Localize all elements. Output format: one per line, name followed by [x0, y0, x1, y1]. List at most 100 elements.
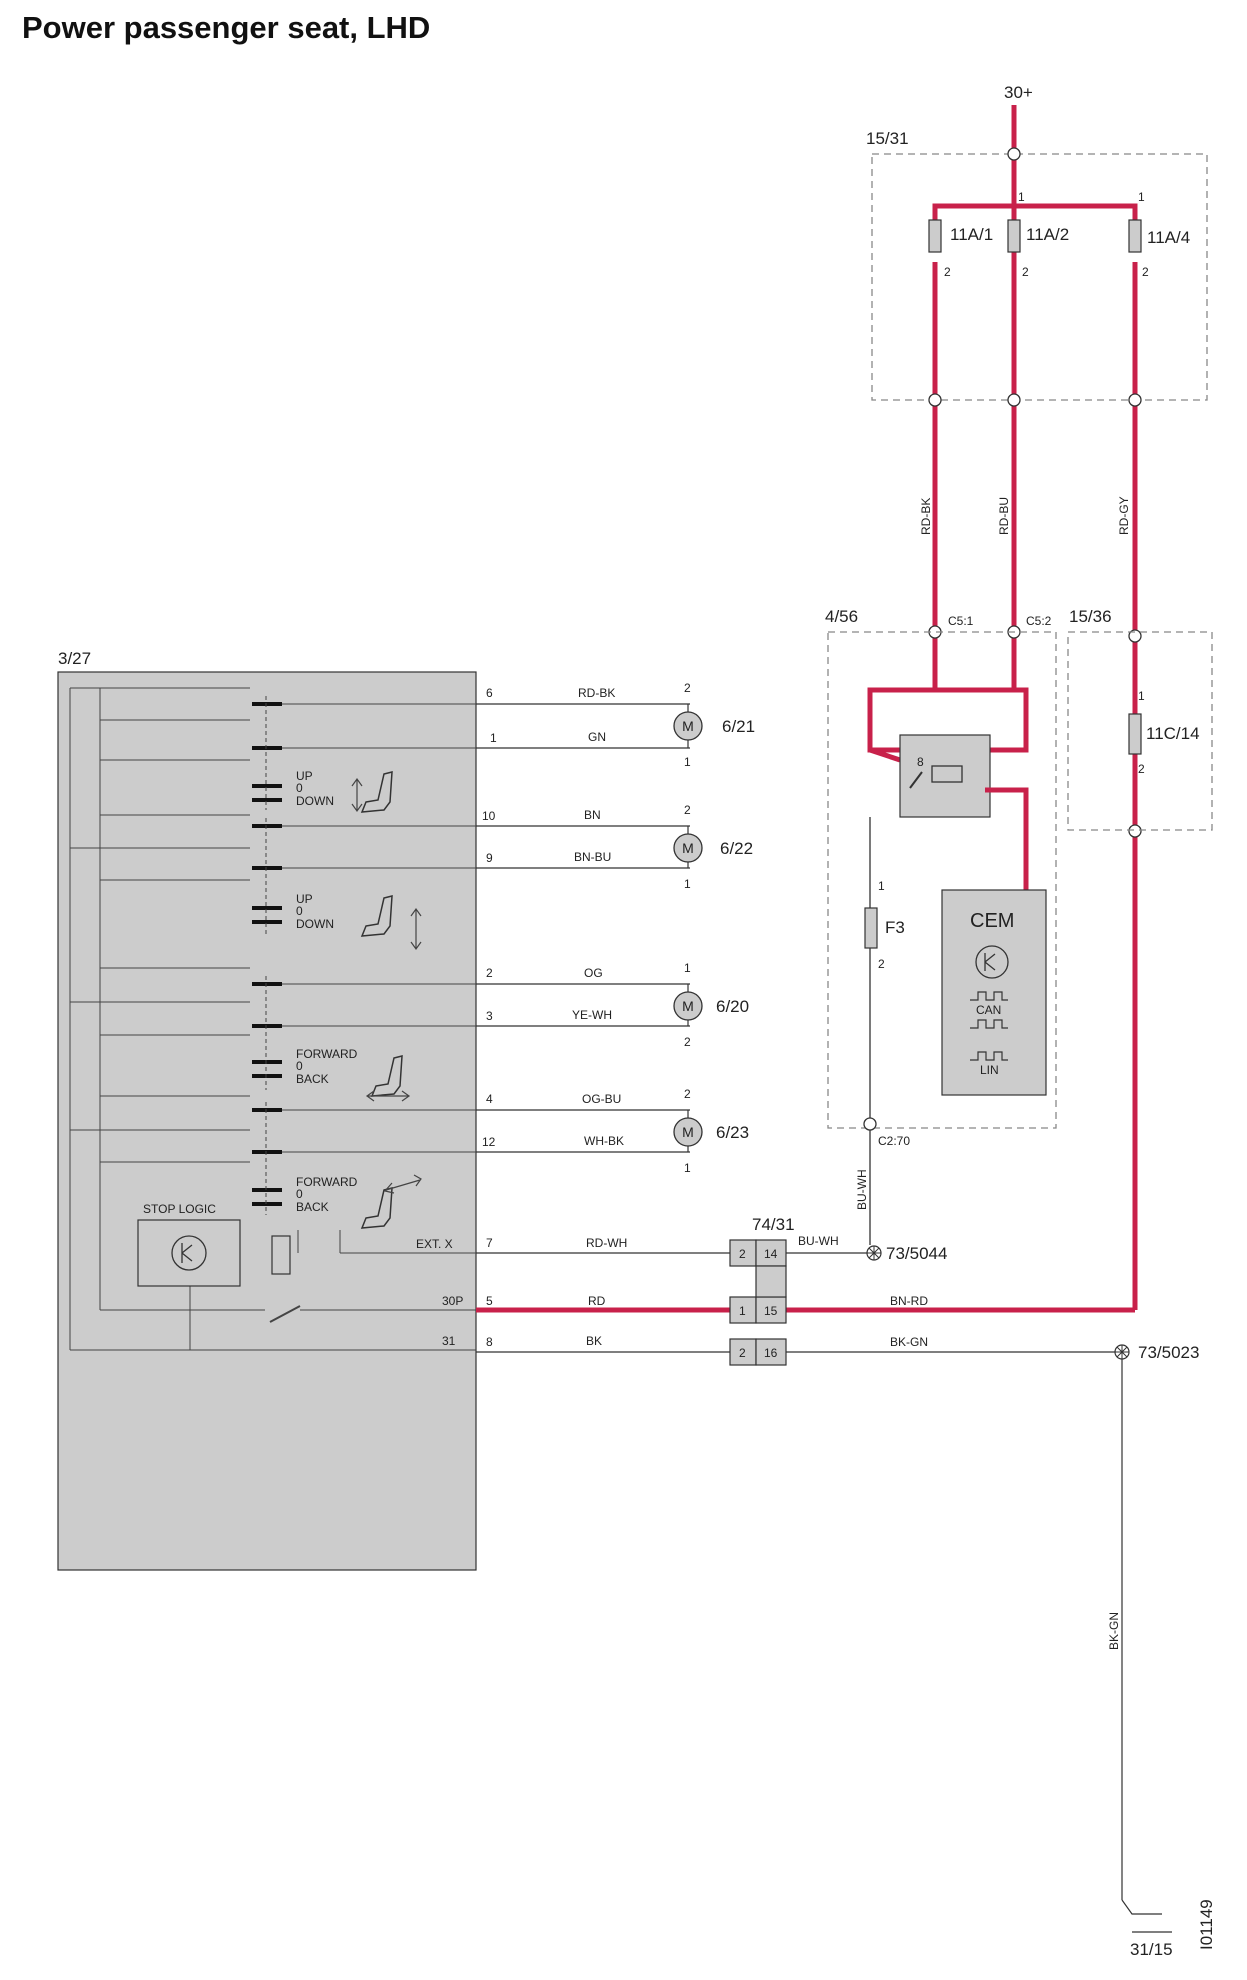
wire-rd-bk: RD-BK [919, 498, 933, 535]
fuse-11c-14 [1128, 713, 1142, 755]
conn-row3-wire-in: BK [586, 1334, 602, 1348]
splice2-label: 73/5023 [1138, 1343, 1199, 1362]
conn-c51: C5:1 [948, 614, 974, 628]
fuse-label-2: 11A/2 [1026, 225, 1069, 244]
ground-symbol [1121, 1899, 1162, 1915]
fuse-label-1: 11A/1 [950, 225, 993, 244]
page-title: Power passenger seat, LHD [22, 10, 431, 45]
motor2-w2-pin: 9 [486, 851, 493, 865]
motor-6-23 [673, 1117, 703, 1147]
fuse-11c-pin2: 2 [1138, 762, 1145, 776]
ext-x-label: EXT. X [416, 1237, 453, 1251]
fuse-f3-pin2: 2 [878, 957, 885, 971]
switch3-forward: FORWARD [296, 1047, 358, 1061]
fuse-11c-14-label: 11C/14 [1146, 724, 1200, 743]
motor4-pin-bot: 1 [684, 1161, 691, 1175]
p31-label: 31 [442, 1334, 456, 1348]
fuse-11a-2 [1007, 219, 1021, 253]
svg-text:M: M [682, 840, 694, 856]
connector-cell [755, 1338, 787, 1366]
conn-row3-pin: 8 [486, 1335, 493, 1349]
conn-row3-left: 2 [739, 1346, 746, 1360]
relay-coil [271, 1235, 291, 1275]
p30-label: 30P [442, 1294, 463, 1308]
fuse-pin: 1 [1018, 190, 1025, 204]
diagram-ref: I01149 [1197, 1899, 1216, 1950]
motor1-id: 6/21 [722, 717, 755, 736]
conn-row3-right: 16 [764, 1346, 778, 1360]
connector-id: 74/31 [752, 1215, 795, 1234]
connector-cell [755, 1265, 787, 1298]
fuse-pin: 1 [1138, 190, 1145, 204]
relay [899, 734, 991, 818]
fuse-11c-pin1: 1 [1138, 689, 1145, 703]
power-wires [734, 105, 1138, 1313]
transistor-icon [975, 945, 1009, 979]
connector-cell [755, 1239, 787, 1267]
conn-row3-wire-out: BK-GN [890, 1335, 928, 1349]
fuse-label-3: 11A/4 [1147, 228, 1190, 247]
ground-wire-label: BK-GN [1107, 1612, 1121, 1650]
conn-row2-wire-in: RD [588, 1294, 606, 1308]
left-right-arrow-icon [365, 1090, 411, 1102]
fusebox-id: 15/31 [866, 129, 909, 148]
fusebox2-id: 15/36 [1069, 607, 1112, 626]
conn-row1-wire-out: BU-WH [798, 1234, 839, 1248]
motor4-pin-top: 2 [684, 1087, 691, 1101]
switch3-zero: 0 [296, 1059, 303, 1073]
switch2-zero: 0 [296, 904, 303, 918]
conn-row1-right: 14 [764, 1247, 778, 1261]
conn-row2-wire-out: BN-RD [890, 1294, 928, 1308]
motor4-w1-pin: 4 [486, 1092, 493, 1106]
conn-row1-pin: 7 [486, 1236, 493, 1250]
ground-label: 31/15 [1130, 1940, 1173, 1959]
up-down-arrow-icon [410, 907, 422, 951]
motor1-w2-pin: 1 [490, 731, 497, 745]
transistor-icon [171, 1235, 207, 1271]
switch1-up: UP [296, 769, 313, 783]
motor2-pin-bot: 1 [684, 877, 691, 891]
connector-cell [755, 1296, 787, 1324]
cem-box-id: 4/56 [825, 607, 858, 626]
cem-section: 4/56 C5:1 C5:2 8 F3 1 2 CEM CAN LIN C2:7… [825, 607, 1057, 1245]
seat-module-id: 3/27 [58, 649, 91, 668]
fusebox2-section: 15/36 11C/14 1 2 [1067, 607, 1213, 831]
svg-text:M: M [682, 718, 694, 734]
motor3-w1: OG [584, 966, 603, 980]
motor-6-22 [673, 833, 703, 863]
motor2-w1: BN [584, 808, 601, 822]
fusebox-15-36 [1067, 631, 1213, 831]
svg-text:M: M [682, 1124, 694, 1140]
motor4-w1: OG-BU [582, 1092, 621, 1106]
stop-logic-block [137, 1219, 241, 1287]
wire-bu-wh-vert: BU-WH [855, 1169, 869, 1210]
motor4-w2: WH-BK [584, 1134, 624, 1148]
switch2-down: DOWN [296, 917, 334, 931]
conn-row2-left: 1 [739, 1304, 746, 1318]
seat-module-section: 3/27 [57, 649, 477, 1571]
motor3-w2-pin: 3 [486, 1009, 493, 1023]
switch-contacts [252, 702, 282, 1206]
wire-rd-bu: RD-BU [997, 497, 1011, 535]
motor1-w1-pin: 6 [486, 686, 493, 700]
motor3-id: 6/20 [716, 997, 749, 1016]
seat-module [57, 671, 477, 1571]
motor3-w2: YE-WH [572, 1008, 612, 1022]
motor-6-21 [673, 711, 703, 741]
connector-section: 74/31 2 14 1 15 2 16 7 RD-WH BU-WH 5 RD … [476, 1215, 1116, 1366]
switch1-zero: 0 [296, 781, 303, 795]
switch4-back: BACK [296, 1200, 329, 1214]
switch4-zero: 0 [296, 1187, 303, 1201]
motor3-pin-bot: 2 [684, 1035, 691, 1049]
connector-cell [729, 1296, 757, 1324]
recline-arrow-icon [383, 1174, 422, 1194]
motor-6-20 [673, 991, 703, 1021]
fuse-f3-label: F3 [885, 918, 905, 937]
motor1-pin-top: 2 [684, 681, 691, 695]
motor3-w1-pin: 2 [486, 966, 493, 980]
wire-rd-gy: RD-GY [1117, 496, 1131, 535]
motor4-w2-pin: 12 [482, 1135, 496, 1149]
conn-row2-pin: 5 [486, 1294, 493, 1308]
